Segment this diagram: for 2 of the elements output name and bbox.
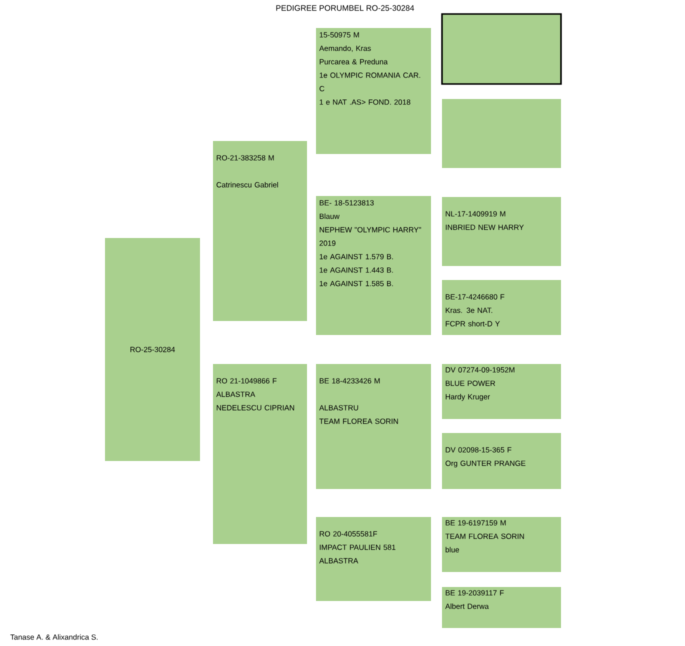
empty-box bbox=[442, 99, 561, 168]
empty-box bbox=[441, 13, 562, 85]
